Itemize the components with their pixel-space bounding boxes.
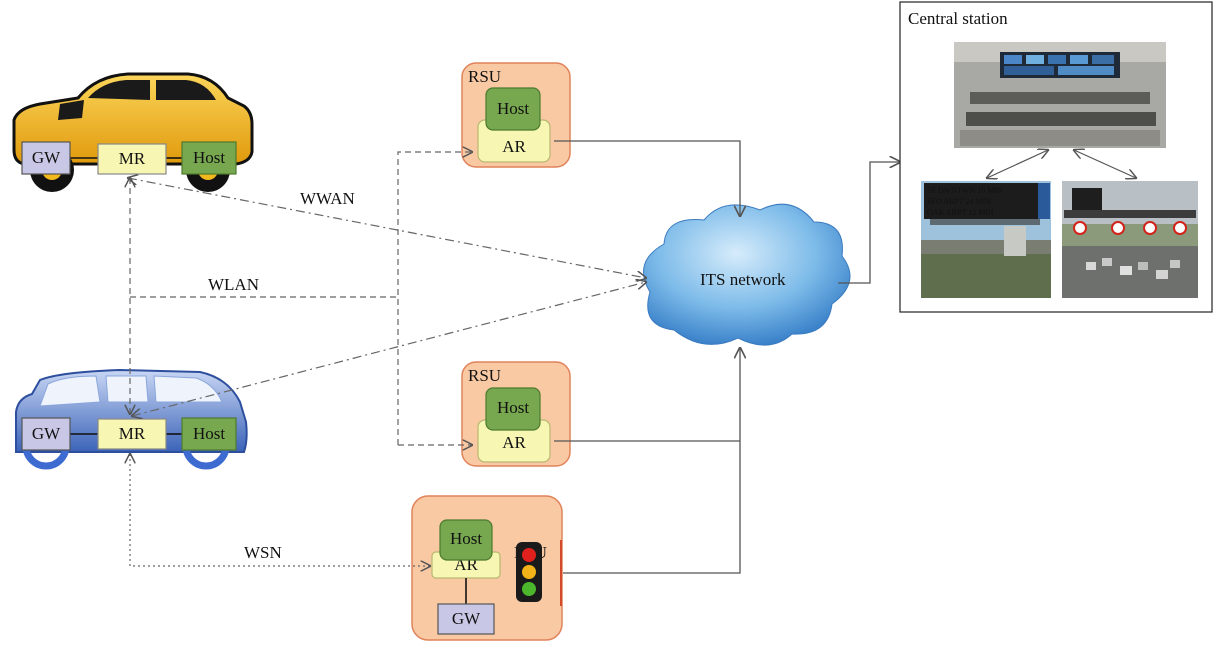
rsu-top-title: RSU (468, 67, 501, 86)
wwan-label: WWAN (300, 189, 355, 208)
car-mr-box: MR (97, 143, 167, 175)
wwan-suv-link (132, 282, 646, 416)
sign-line-2: SFO ARPT 24 MIN (927, 197, 991, 206)
rsu-middle-title: RSU (468, 366, 501, 385)
control-room-photo (954, 42, 1166, 148)
rsu-bottom-host-label: Host (450, 529, 482, 548)
car-gw-box: GW (21, 141, 71, 175)
rsu-middle: RSU AR Host (461, 361, 571, 467)
rsu-top-host-label: Host (497, 99, 529, 118)
suv-host-box: Host (181, 417, 237, 451)
wwan-car-link (128, 178, 646, 278)
its-to-central-link (838, 162, 900, 284)
car-gw-label: GW (32, 148, 61, 167)
its-network-cloud: ITS network (643, 203, 851, 346)
central-station-panel: Central station SF DWNTWN 10 MIN SFO ARP… (899, 1, 1213, 313)
wlan-to-rsu-top (397, 152, 472, 445)
its-network-label: ITS network (700, 270, 786, 289)
rsu-middle-host-label: Host (497, 398, 529, 417)
car-mr-label: MR (119, 149, 146, 168)
control-to-sign-link (987, 150, 1048, 178)
central-station-title: Central station (908, 9, 1008, 28)
rsu-top-to-its-link (554, 140, 740, 216)
motorway-photo (1062, 181, 1198, 298)
suv-gw-box: GW (21, 417, 71, 451)
rsu-top-ar-label: AR (502, 137, 526, 156)
car-host-box: Host (181, 141, 237, 175)
sign-line-1: SF DWNTWN 10 MIN (927, 186, 1003, 195)
suv-mr-box: MR (97, 418, 167, 450)
suv-mr-label: MR (119, 424, 146, 443)
control-to-motorway-link (1074, 150, 1136, 178)
rsu-top: RSU AR Host (461, 62, 571, 168)
rsu-middle-ar-label: AR (502, 433, 526, 452)
wsn-link (130, 454, 430, 566)
rsu-bottom-to-its-link (563, 348, 740, 574)
car-host-label: Host (193, 148, 225, 167)
wlan-label: WLAN (208, 275, 259, 294)
rsu-bottom-gw-label: GW (452, 609, 481, 628)
wsn-label: WSN (244, 543, 282, 562)
traffic-light-icon (516, 542, 542, 602)
suv-host-label: Host (193, 424, 225, 443)
suv-gw-label: GW (32, 424, 61, 443)
highway-sign-photo: SF DWNTWN 10 MIN SFO ARPT 24 MIN OAK ARP… (921, 181, 1051, 298)
sign-line-3: OAK ARPT 12 MIN (927, 208, 994, 217)
rsu-bottom: AR Host GW RSU (411, 495, 563, 641)
